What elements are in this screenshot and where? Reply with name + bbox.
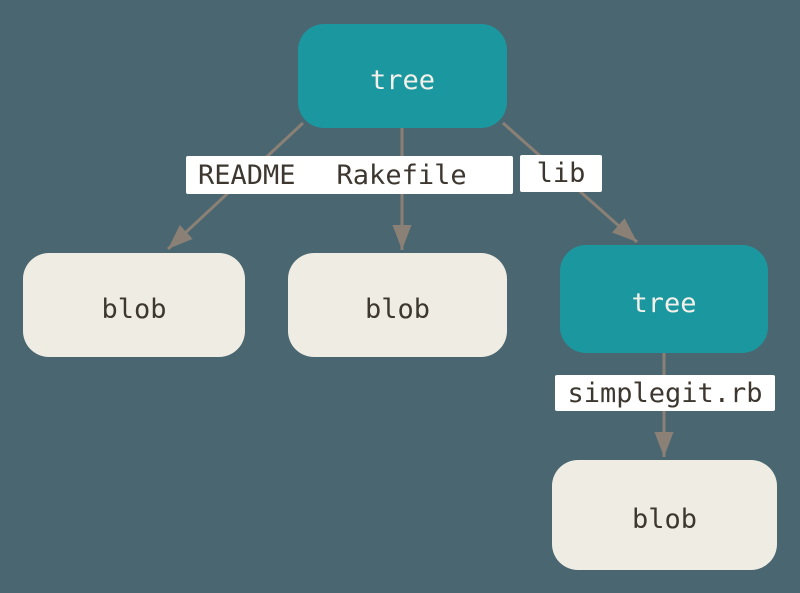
tree-node-lib-label: tree: [631, 288, 697, 319]
edge-label-simplegit: simplegit.rb: [555, 375, 775, 411]
blob-node-simplegit: blob: [552, 460, 777, 570]
tree-node-root-label: tree: [369, 65, 436, 96]
blob-node-readme-label: blob: [101, 294, 167, 325]
tree-node-lib: tree: [560, 245, 768, 353]
blob-node-simplegit-label: blob: [631, 504, 698, 535]
edge-label-lib: lib: [520, 155, 602, 192]
edge-label-readme-rakefile: README Rakefile: [186, 156, 513, 194]
blob-node-rakefile-label: blob: [364, 294, 431, 325]
edge-label-readme: README: [198, 159, 296, 191]
blob-node-rakefile: blob: [288, 253, 507, 357]
edge-label-rakefile: Rakefile: [336, 159, 467, 191]
blob-node-readme: blob: [23, 253, 245, 357]
tree-node-root: tree: [298, 24, 507, 128]
